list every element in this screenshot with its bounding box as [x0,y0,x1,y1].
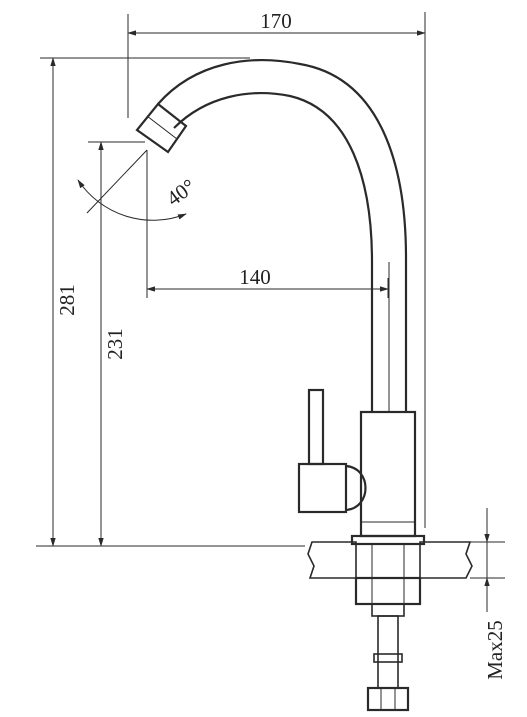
max25-label: Max25 [483,620,507,680]
faucet-body [359,410,417,538]
aerator-nozzle [135,102,188,154]
angle-40-label: 40° [162,174,200,211]
lever-handle [297,388,367,514]
dimension-170-label: 170 [260,9,292,33]
mounting-nut [354,576,422,617]
spout [157,59,408,412]
dimension-281-label: 281 [55,284,79,316]
dimension-231-label: 231 [103,328,127,360]
countertop-section [307,534,473,582]
dimension-reach: 140 [146,150,389,298]
dimension-max-thickness: Max25 [470,508,507,680]
dimension-140-label: 140 [239,265,271,289]
hose-end-nut [366,686,410,712]
braided-supply-hose [373,615,403,689]
dimension-width-top: 170 [127,9,426,528]
dimension-height-total: 281 [36,57,305,547]
dimension-swivel-angle: 40° [77,149,200,232]
